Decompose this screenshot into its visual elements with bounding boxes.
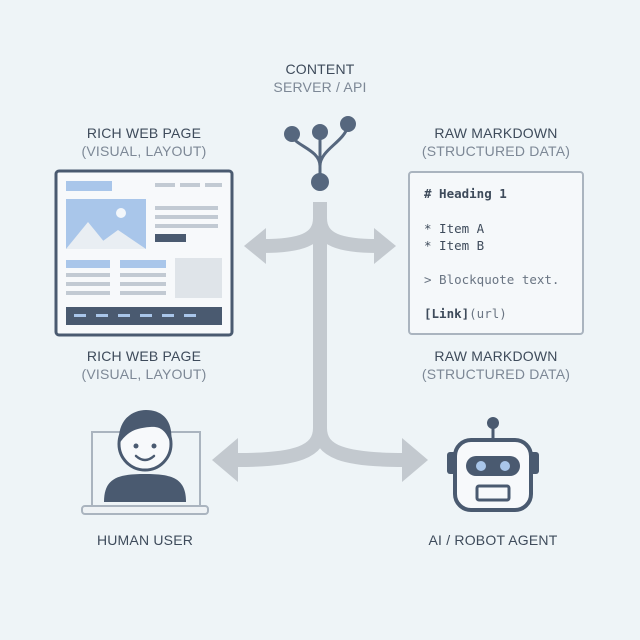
md-item-b: * Item B bbox=[424, 238, 485, 253]
raw-markdown-bottom-label: RAW MARKDOWN (STRUCTURED DATA) bbox=[400, 347, 592, 383]
rich-page-bottom-subtitle: (VISUAL, LAYOUT) bbox=[81, 366, 207, 382]
rich-web-page-illustration bbox=[54, 169, 234, 337]
raw-markdown-top-subtitle: (STRUCTURED DATA) bbox=[421, 143, 571, 159]
arrowhead-right-upper bbox=[374, 228, 396, 264]
content-server-label: CONTENT SERVER / API bbox=[250, 60, 390, 96]
branch-to-robot bbox=[313, 427, 405, 467]
arrowhead-left-upper bbox=[244, 228, 266, 264]
rich-page-top-title: RICH WEB PAGE bbox=[86, 125, 202, 141]
raw-markdown-bottom-title: RAW MARKDOWN bbox=[434, 348, 558, 364]
md-heading: # Heading 1 bbox=[424, 186, 507, 201]
human-on-laptop-icon bbox=[81, 410, 209, 515]
raw-markdown-bottom-subtitle: (STRUCTURED DATA) bbox=[421, 366, 571, 382]
md-item-a: * Item A bbox=[424, 221, 485, 236]
rich-page-bottom-label: RICH WEB PAGE (VISUAL, LAYOUT) bbox=[54, 347, 234, 383]
branch-to-human bbox=[237, 427, 327, 467]
server-node-right bbox=[340, 116, 356, 132]
arrowhead-right-lower bbox=[402, 438, 428, 482]
rich-page-top-label: RICH WEB PAGE (VISUAL, LAYOUT) bbox=[54, 124, 234, 160]
content-server-title: CONTENT bbox=[285, 61, 355, 77]
branch-to-markdown bbox=[313, 217, 379, 253]
server-node-left bbox=[284, 126, 300, 142]
rich-page-bottom-title: RICH WEB PAGE bbox=[86, 348, 202, 364]
human-user-label: HUMAN USER bbox=[96, 532, 194, 548]
raw-markdown-box: # Heading 1 * Item A * Item B > Blockquo… bbox=[408, 171, 584, 335]
robot-head-icon bbox=[447, 417, 539, 512]
server-node-root bbox=[311, 173, 329, 191]
md-link-text: [Link] bbox=[424, 306, 470, 321]
rich-page-top-subtitle: (VISUAL, LAYOUT) bbox=[81, 143, 207, 159]
content-server-subtitle: SERVER / API bbox=[273, 79, 367, 95]
md-link-url: (url) bbox=[469, 306, 507, 321]
raw-markdown-top-title: RAW MARKDOWN bbox=[434, 125, 558, 141]
md-link-line: [Link](url) bbox=[424, 306, 507, 321]
server-node-top bbox=[312, 124, 328, 140]
raw-markdown-top-label: RAW MARKDOWN (STRUCTURED DATA) bbox=[400, 124, 592, 160]
branch-to-rich-page bbox=[261, 217, 327, 253]
robot-agent-label: AI / ROBOT AGENT bbox=[428, 532, 558, 548]
md-blockquote: > Blockquote text. bbox=[424, 272, 560, 287]
arrowhead-left-lower bbox=[212, 438, 238, 482]
